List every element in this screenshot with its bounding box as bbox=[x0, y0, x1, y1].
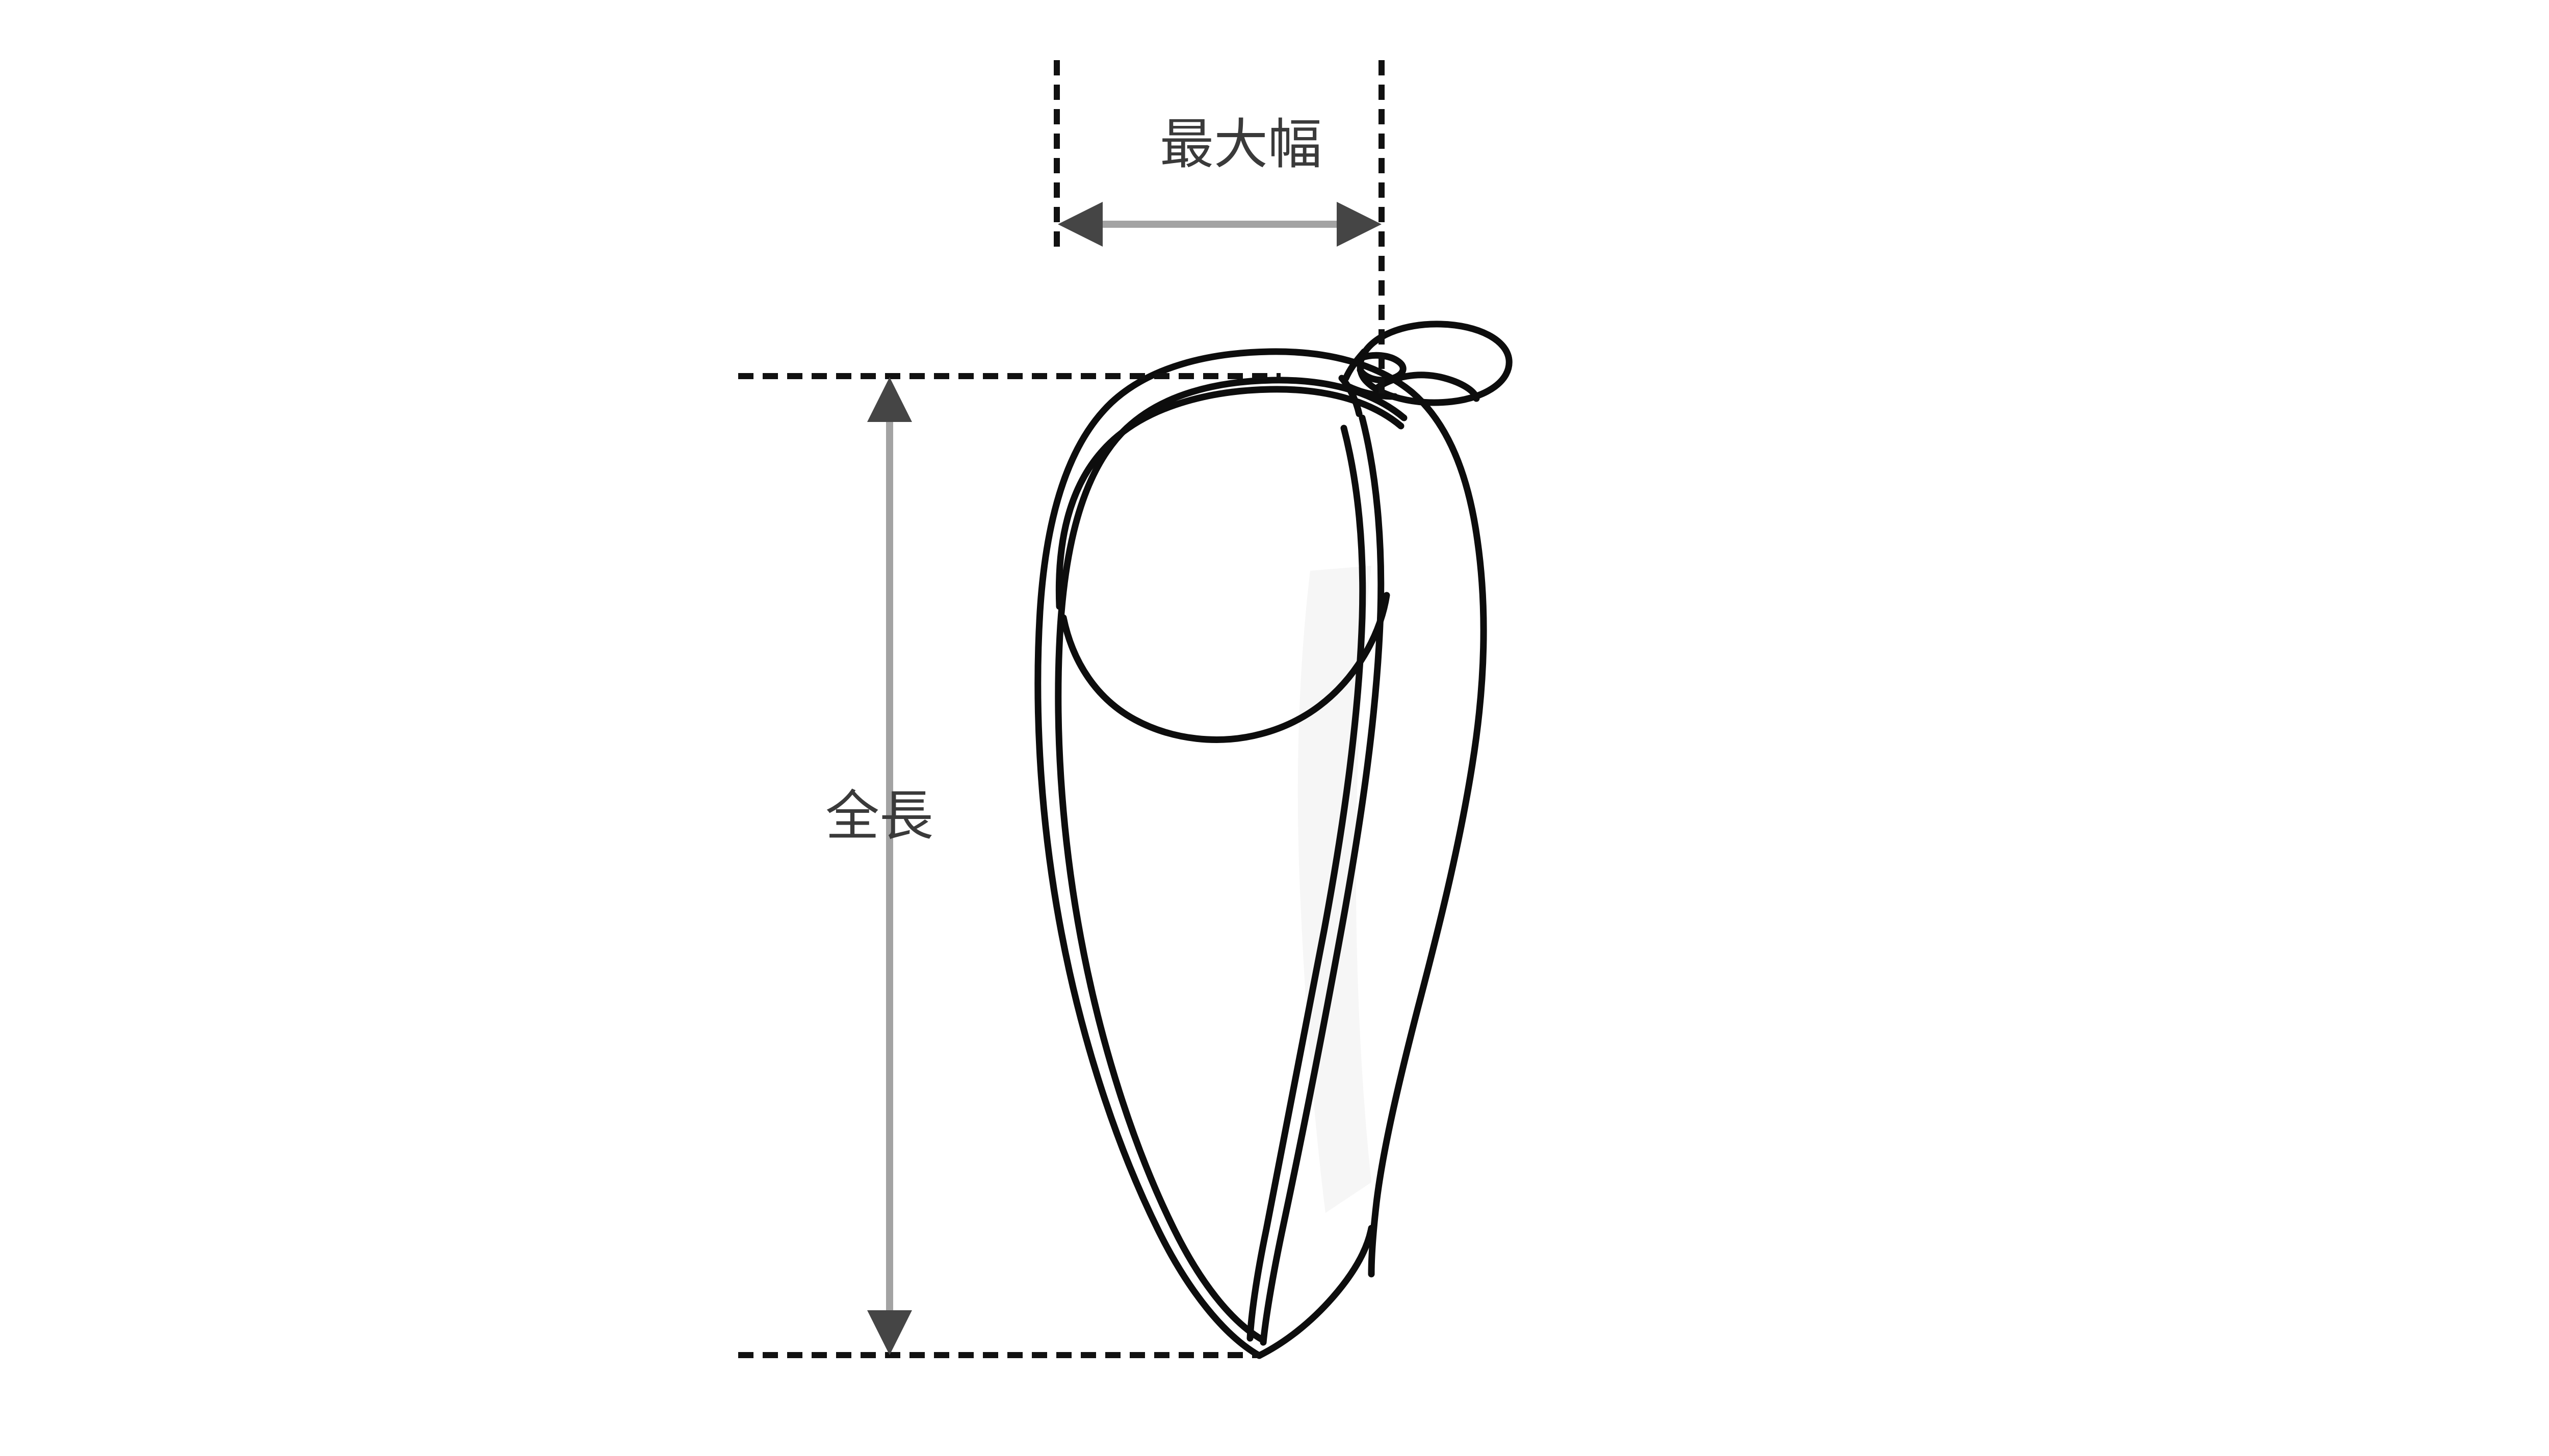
length-dimension-arrow bbox=[867, 377, 912, 1355]
width-arrow-head-right bbox=[1337, 202, 1382, 247]
width-dimension-arrow bbox=[1058, 202, 1382, 247]
length-arrow-head-top bbox=[867, 377, 912, 422]
bag-outline bbox=[1034, 348, 1487, 1359]
hanging-loop bbox=[1342, 321, 1513, 406]
width-dimension-label: 最大幅 bbox=[1160, 113, 1322, 176]
length-arrow-head-bottom bbox=[867, 1310, 912, 1355]
length-dimension-label: 全長 bbox=[825, 785, 933, 848]
width-arrow-head-left bbox=[1058, 202, 1103, 247]
dimension-guides bbox=[738, 60, 1385, 1358]
